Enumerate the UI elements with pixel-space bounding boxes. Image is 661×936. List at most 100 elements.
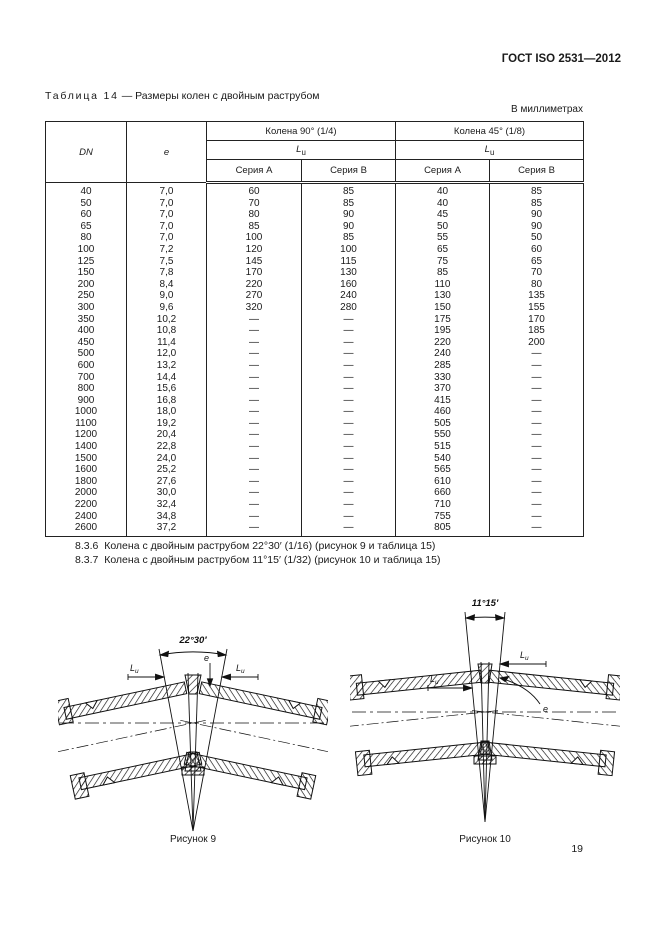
table-cell: — [301,348,396,360]
table-cell: 280 [301,301,396,314]
table-cell: 19,2 [126,417,207,430]
table-cell: 2200 [45,499,127,511]
table-cell: 370 [395,383,490,395]
col-header-lu-45: Lu [395,140,584,160]
table-cell: 170 [206,267,302,279]
col-group-90: Колена 90° (1/4) [206,121,396,141]
table-cell: 2600 [45,522,127,537]
table-cell: 75 [395,255,490,268]
table-cell: 1600 [45,464,127,476]
table-cell: — [489,499,584,511]
table-cell: 7,2 [126,243,207,256]
table-cell: 7,0 [126,209,207,221]
table-cell: 90 [489,220,584,233]
table-cell: 600 [45,359,127,372]
table-cell: — [301,325,396,337]
table-cell: — [489,348,584,360]
table-cell: — [301,429,396,442]
table-cell: 900 [45,394,127,407]
table-cell: 11,4 [126,336,207,349]
table-cell: — [301,417,396,430]
table-cell: 80 [45,232,127,244]
notes: 8.3.6 Колена с двойным раструбом 22°30′ … [75,540,440,567]
table-cell: 125 [45,255,127,268]
table-cell: 65 [395,243,490,256]
table-cell: — [301,313,396,326]
table-cell: — [301,336,396,349]
table-cell: — [206,383,302,395]
table-cell: 505 [395,417,490,430]
dimensions-table: DN e Колена 90° (1/4) Колена 45° (1/8) L… [45,121,584,537]
table-cell: 70 [206,197,302,210]
table-cell: — [206,487,302,500]
table-cell: 710 [395,499,490,511]
table-cell: 100 [301,243,396,256]
table-cell: 1400 [45,441,127,453]
table-cell: — [301,452,396,465]
table-cell: 200 [45,278,127,291]
table-cell: 660 [395,487,490,500]
table-cell: — [489,522,584,537]
table-cell: — [206,522,302,537]
table-cell: 40 [45,182,127,198]
table-cell: 540 [395,452,490,465]
table-cell: 27,6 [126,475,207,488]
table-cell: — [489,406,584,418]
table-cell: 18,0 [126,406,207,418]
table-cell: — [206,499,302,511]
table-cell: 120 [206,243,302,256]
table-cell: 7,0 [126,197,207,210]
table-cell: — [489,371,584,384]
table-cell: 85 [206,220,302,233]
pipe-right [470,669,620,777]
table-cell: 130 [301,267,396,279]
table-cell: 10,2 [126,313,207,326]
table-cell: 7,0 [126,220,207,233]
lu-label-right: Lu [520,650,529,662]
table-cell: — [489,441,584,453]
page-number: 19 [571,843,583,855]
table-cell: 13,2 [126,359,207,372]
figure-10-drawing: 11°15′ Lu Lu e [350,598,620,823]
col-header-series-a-45: Серия A [395,159,490,184]
table-cell: 40 [395,197,490,210]
table-cell: 415 [395,394,490,407]
table-cell: 65 [45,220,127,233]
table-cell: 1100 [45,417,127,430]
table-cell: 330 [395,371,490,384]
table-cell: 285 [395,359,490,372]
table-cell: — [206,394,302,407]
col-header-lu-90: Lu [206,140,396,160]
table-cell: 32,4 [126,499,207,511]
table-cell: 610 [395,475,490,488]
table-cell: — [206,429,302,442]
table-cell: 460 [395,406,490,418]
table-cell: 50 [489,232,584,244]
table-cell: 515 [395,441,490,453]
col-group-45: Колена 45° (1/8) [395,121,584,141]
table-cell: — [301,394,396,407]
dimension-lines [127,648,259,832]
table-cell: 15,6 [126,383,207,395]
table-cell: 150 [45,267,127,279]
table-cell: 2400 [45,510,127,523]
table-cell: 85 [301,182,396,198]
standard-number: ГОСТ ISO 2531—2012 [501,53,621,65]
table-cell: 22,8 [126,441,207,453]
table-cell: 60 [489,243,584,256]
table-cell: 135 [489,290,584,302]
table-cell: 450 [45,336,127,349]
table-cell: 7,5 [126,255,207,268]
